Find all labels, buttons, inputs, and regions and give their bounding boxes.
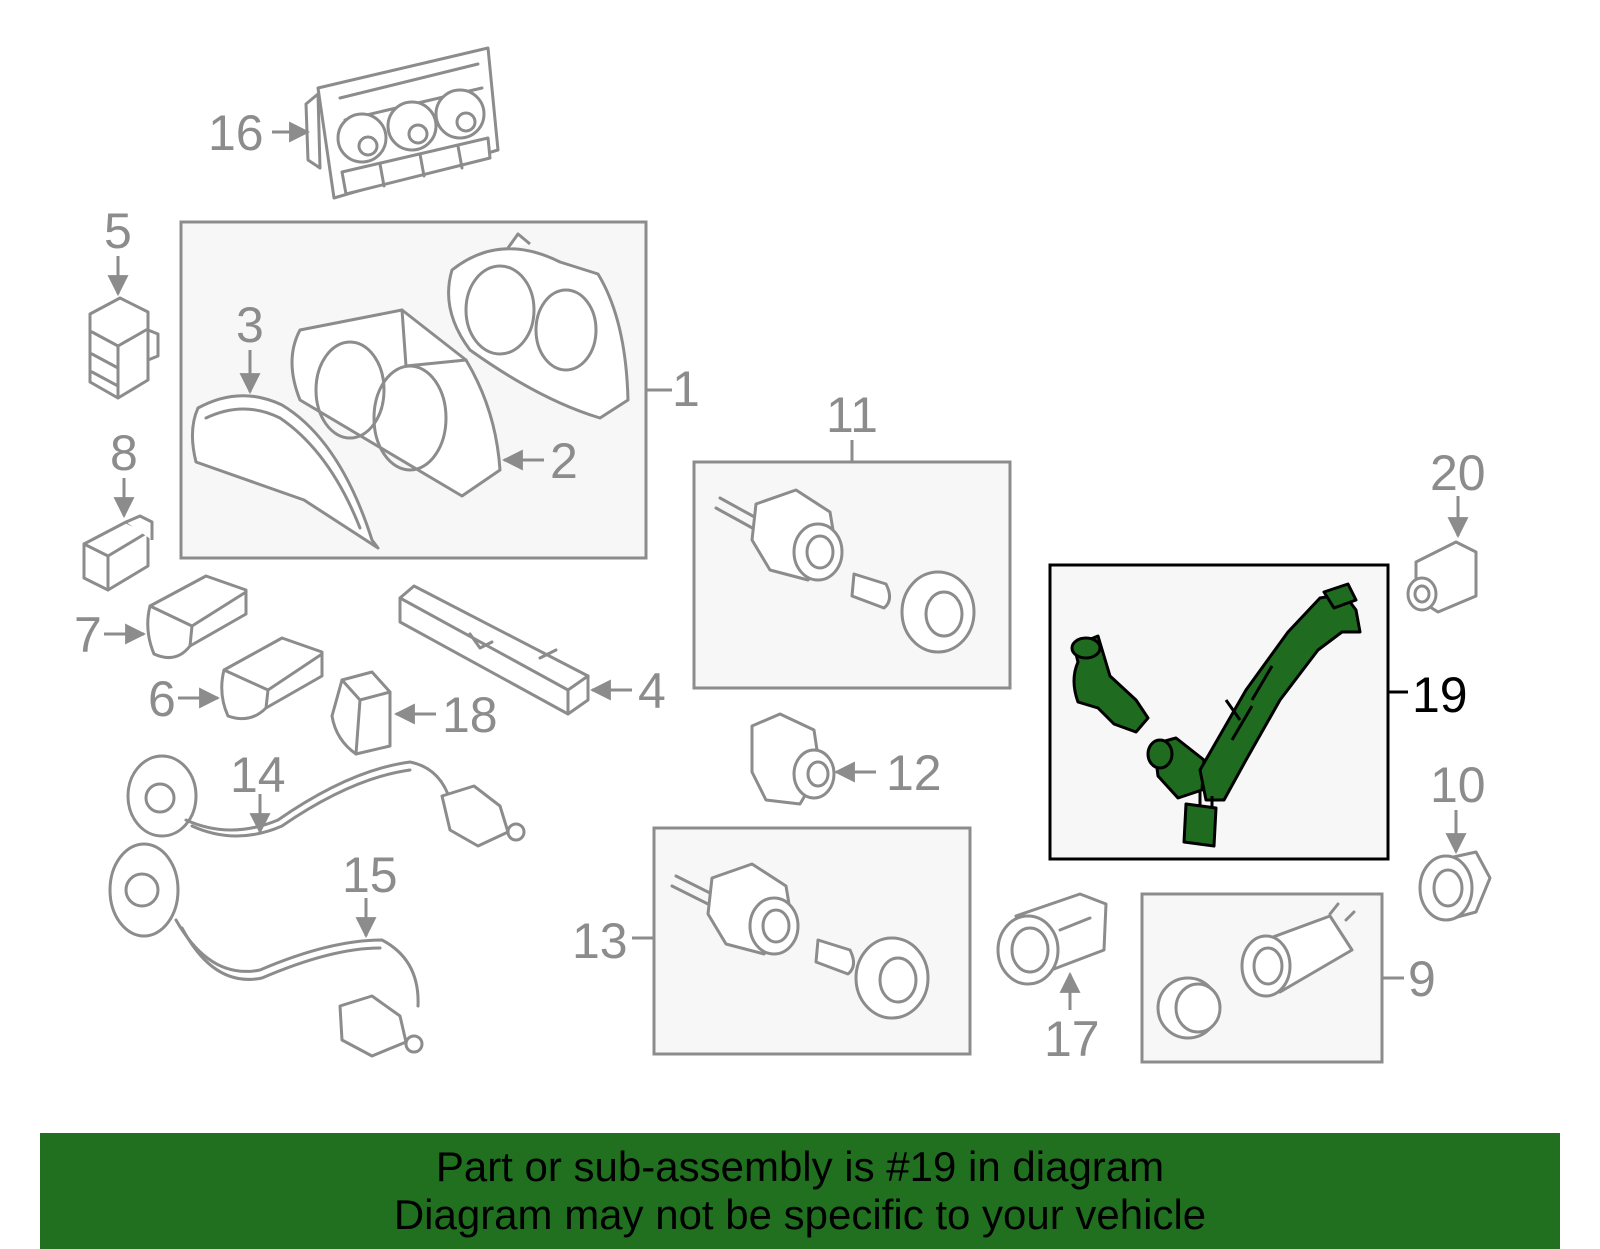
callout-18: 18 <box>442 687 498 743</box>
part-4-switch-panel[interactable] <box>398 584 590 716</box>
callout-3: 3 <box>236 297 264 353</box>
part-18-switch[interactable] <box>330 670 392 756</box>
part-1-cluster-gauge[interactable] <box>447 232 630 420</box>
part-12-switch[interactable] <box>750 712 836 806</box>
callout-10: 10 <box>1430 757 1486 813</box>
callout-13: 13 <box>572 913 628 969</box>
callout-9: 9 <box>1408 951 1436 1007</box>
group-box-11 <box>692 460 1012 690</box>
callout-17: 17 <box>1044 1011 1100 1067</box>
info-banner: Part or sub-assembly is #19 in diagram D… <box>40 1133 1560 1249</box>
banner-line-part: Part or sub-assembly is #19 in diagram <box>435 1143 1165 1190</box>
callout-12: 12 <box>886 745 942 801</box>
callout-4: 4 <box>638 663 666 719</box>
group-box-13 <box>652 826 972 1056</box>
part-15-wire-harness[interactable] <box>108 842 424 1058</box>
part-16-climate-control-panel[interactable] <box>304 46 500 200</box>
part-14-wire-harness[interactable] <box>126 754 526 848</box>
banner-line-disclaimer: Diagram may not be specific to your vehi… <box>393 1191 1207 1238</box>
part-3-cluster-lens[interactable] <box>191 394 380 550</box>
part-20-sensor[interactable] <box>1406 540 1478 614</box>
part-11-switch-assembly[interactable] <box>714 488 976 654</box>
callout-20: 20 <box>1430 445 1486 501</box>
part-8-switch[interactable] <box>82 514 154 592</box>
part-17-socket[interactable] <box>996 892 1108 986</box>
part-5-switch[interactable] <box>88 296 160 400</box>
part-2-cluster-housing[interactable] <box>290 308 502 498</box>
part-10-socket[interactable] <box>1418 850 1492 922</box>
callout-19: 19 <box>1412 667 1468 723</box>
callout-2: 2 <box>550 433 578 489</box>
callout-15: 15 <box>342 847 398 903</box>
part-19-wire-harness[interactable] <box>1070 582 1362 848</box>
callout-14: 14 <box>230 747 286 803</box>
callout-1: 1 <box>672 361 700 417</box>
callout-6: 6 <box>148 671 176 727</box>
part-13-switch-assembly[interactable] <box>670 862 930 1020</box>
part-7-switch[interactable] <box>146 574 248 660</box>
part-9-lighter-assembly[interactable] <box>1156 902 1356 1040</box>
callout-8: 8 <box>110 425 138 481</box>
callout-7: 7 <box>74 607 102 663</box>
callout-5: 5 <box>104 203 132 259</box>
callout-11: 11 <box>826 387 878 443</box>
callout-16: 16 <box>208 105 264 161</box>
part-6-switch[interactable] <box>220 636 324 721</box>
